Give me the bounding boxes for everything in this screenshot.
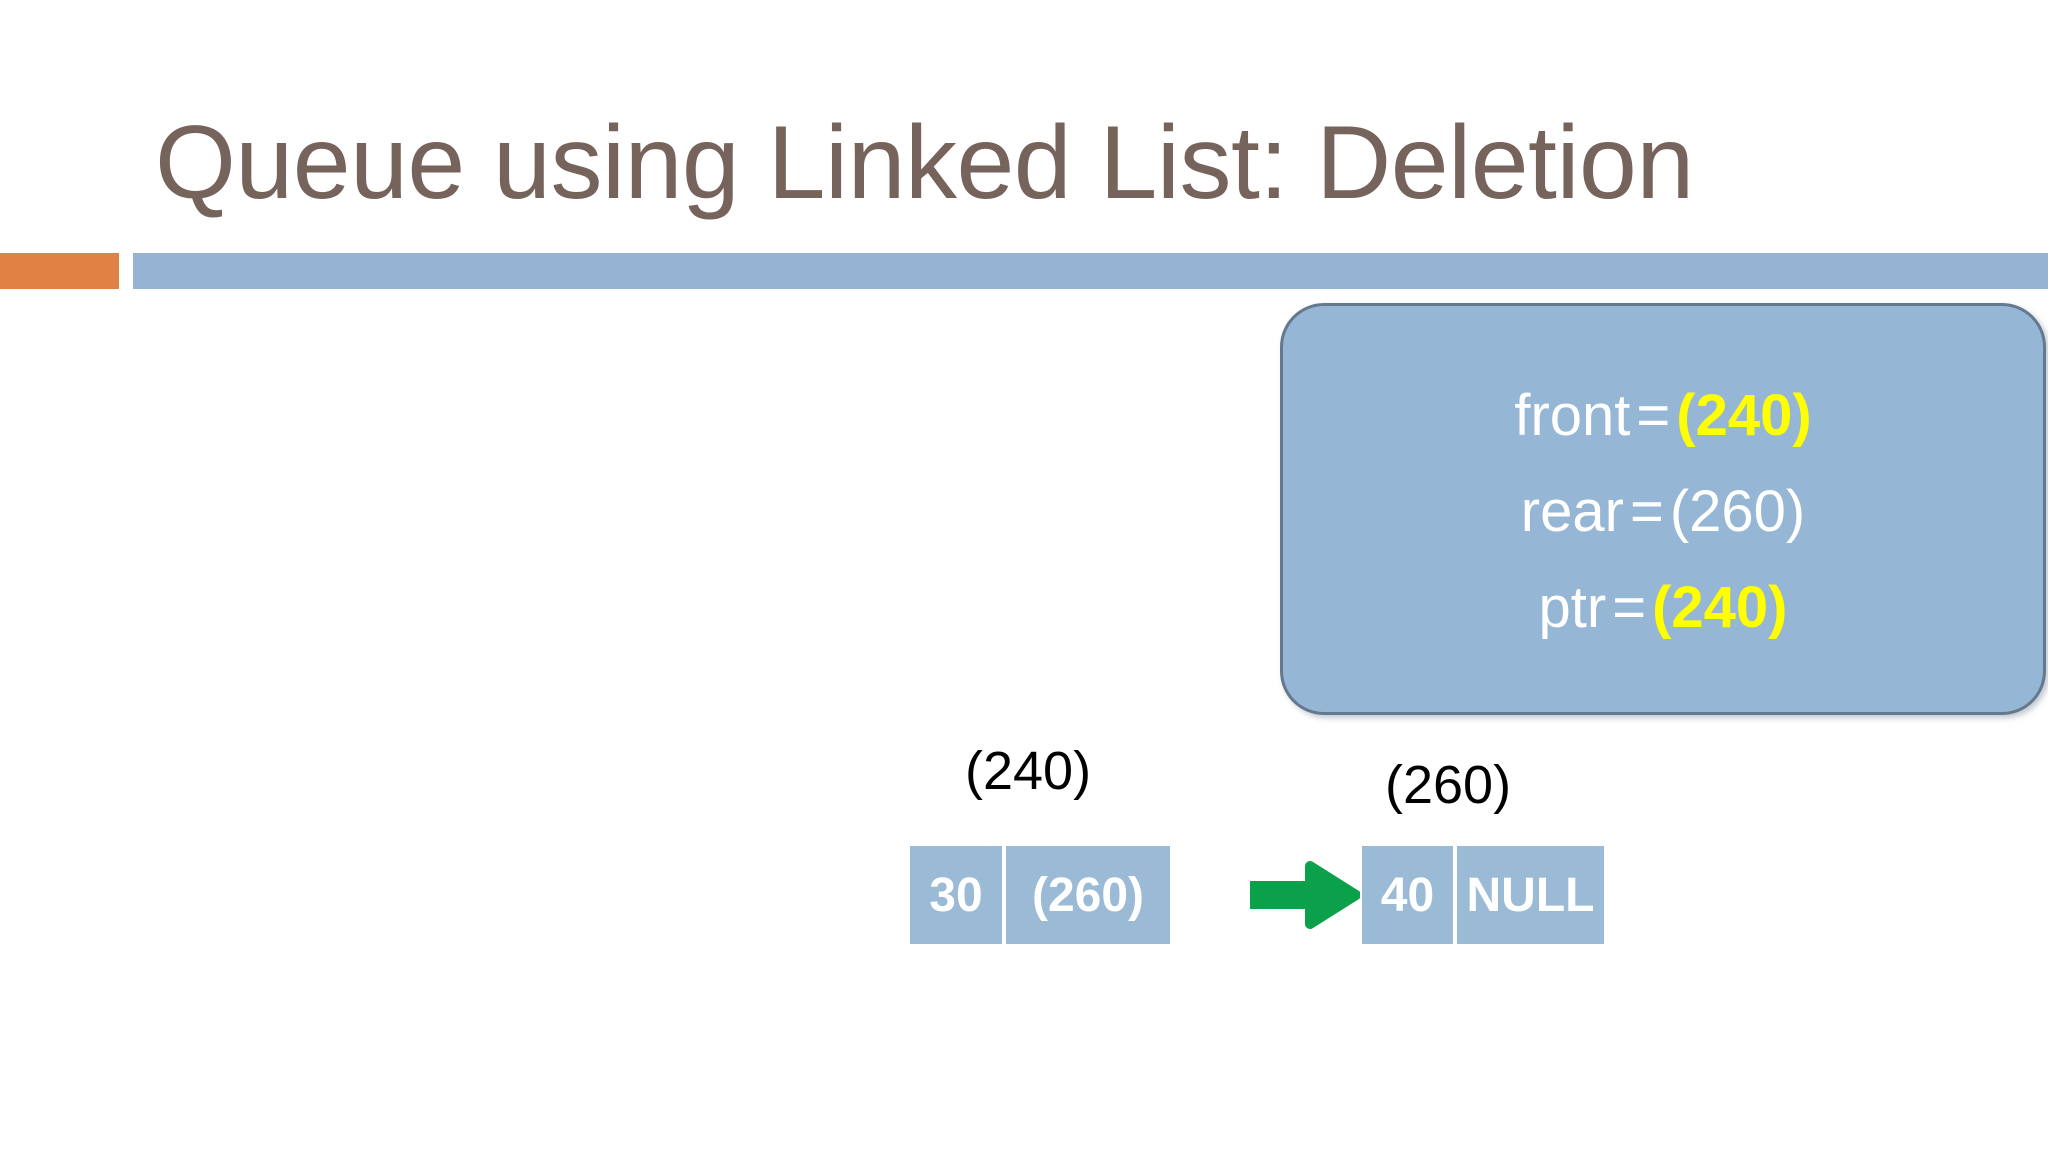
node-data-cell: 40 [1362, 846, 1453, 944]
node-address-label-0: (240) [965, 741, 1092, 801]
node-data-cell: 30 [910, 846, 1002, 944]
front-value: (240) [1676, 383, 1812, 448]
linked-list-diagram: (240) (260) 30 (260) 40 NULL [905, 740, 1705, 955]
rear-value: (260) [1669, 479, 1806, 544]
front-label: front [1514, 383, 1631, 448]
ptr-label: ptr [1538, 575, 1607, 640]
node-link-cell: (260) [1006, 846, 1170, 944]
pointer-state-box: front=(240) rear=(260) ptr=(240) [1280, 303, 2046, 715]
rear-equals: = [1629, 479, 1664, 544]
rear-label: rear [1520, 479, 1624, 544]
next-pointer-arrow-icon [1250, 861, 1360, 929]
node-address-label-1: (260) [1385, 755, 1512, 815]
list-node: 40 NULL [1362, 846, 1604, 944]
state-line-rear: rear=(260) [1521, 464, 1805, 560]
node-link-cell: NULL [1457, 846, 1604, 944]
front-equals: = [1636, 383, 1671, 448]
list-node: 30 (260) [910, 846, 1170, 944]
accent-bar-blue [133, 253, 2048, 289]
accent-bar-orange [0, 253, 119, 289]
state-line-ptr: ptr=(240) [1539, 560, 1788, 656]
page-title: Queue using Linked List: Deletion [155, 105, 1694, 221]
ptr-equals: = [1612, 575, 1647, 640]
ptr-value: (240) [1652, 575, 1788, 640]
state-line-front: front=(240) [1514, 368, 1811, 464]
